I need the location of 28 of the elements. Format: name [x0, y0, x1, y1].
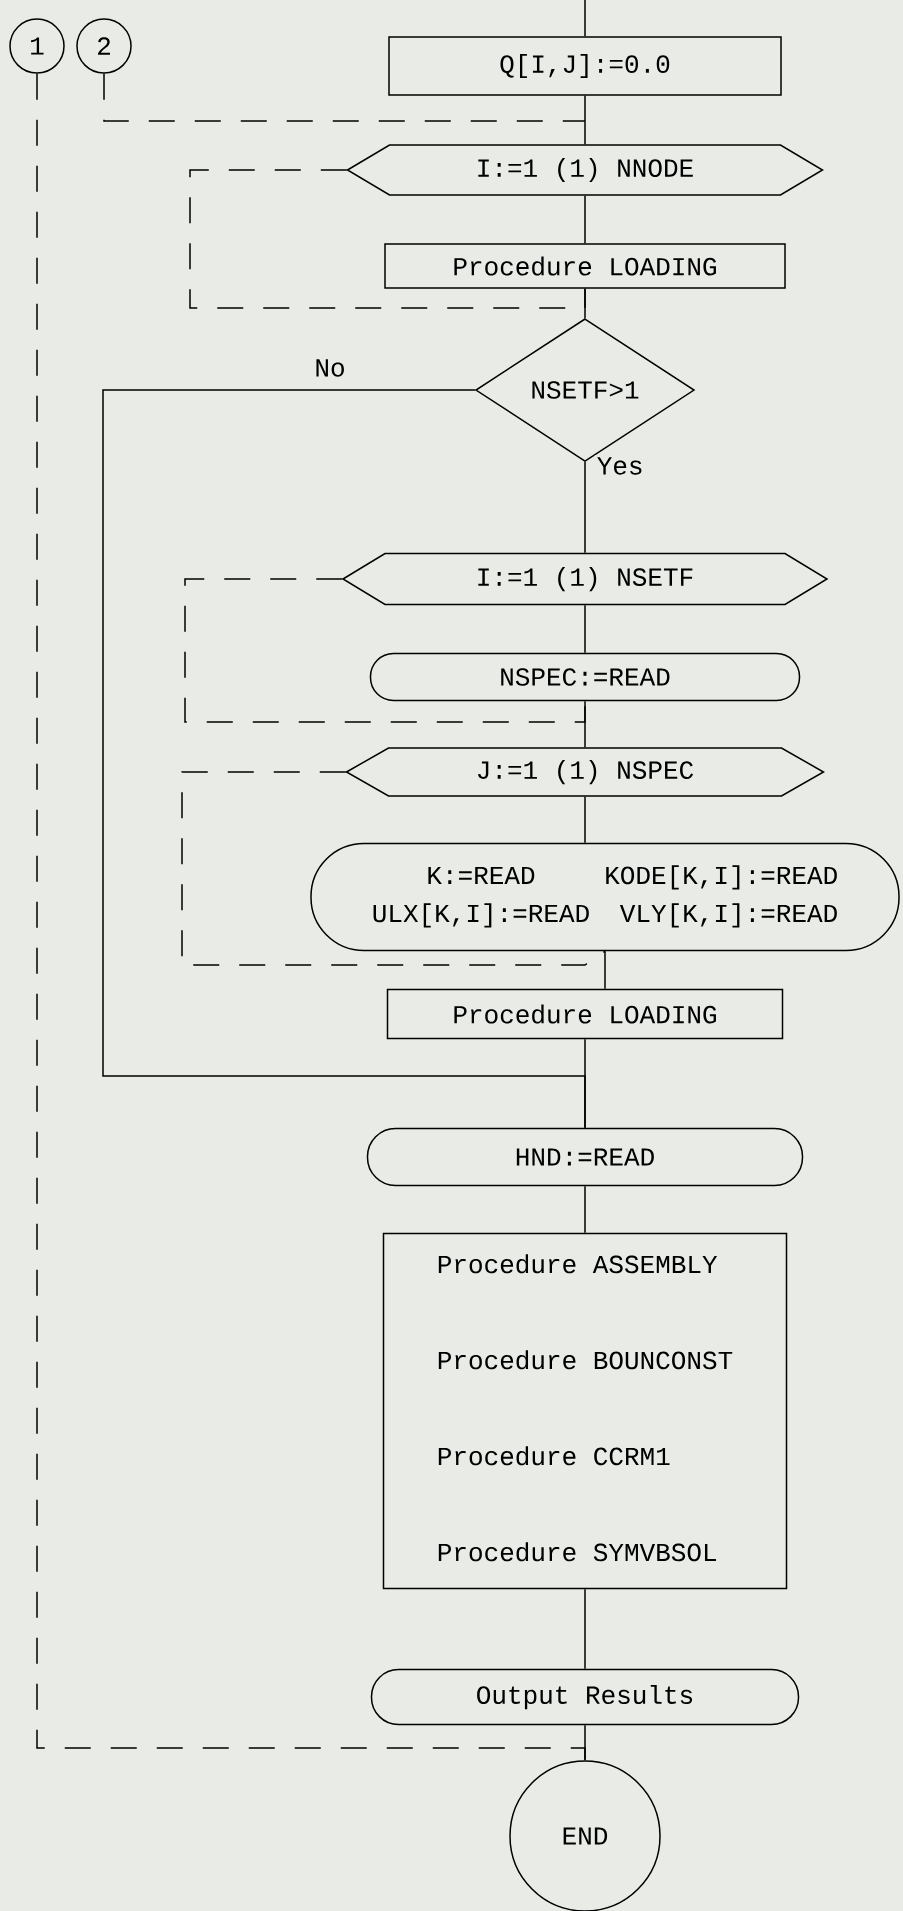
connector-line [584, 1588, 586, 1670]
connector-line [584, 95, 586, 145]
input-output-box: Output Results [370, 1668, 800, 1726]
loop-hexagon: J:=1 (1) NSPEC [345, 747, 826, 797]
input-output-box: NSPEC:=READ [369, 652, 801, 702]
connector-line [36, 73, 586, 1761]
process-box: Procedure LOADING [384, 243, 786, 289]
input-output-box: K:=READ KODE[K,I]:=READ ULX[K,I]:=READ VLY[K,I]:=READ [310, 842, 900, 952]
connector-line [584, 195, 586, 244]
connector-line [103, 73, 586, 122]
connector-line [584, 796, 586, 844]
connector-line [584, 0, 586, 37]
input-output-box: HND:=READ [366, 1127, 804, 1187]
edge-label: Yes [594, 455, 646, 477]
connector-line [102, 389, 586, 1129]
connector-line [584, 604, 586, 654]
connector-line [181, 771, 606, 966]
process-box: Procedure LOADING [386, 988, 784, 1040]
connector-line [189, 169, 586, 309]
connector-line [604, 950, 606, 990]
loop-hexagon: I:=1 (1) NNODE [346, 144, 824, 196]
process-box: Q[I,J]:=0.0 [388, 36, 782, 96]
connector-line [584, 1185, 586, 1234]
connector-line [584, 700, 586, 748]
connector-line [184, 578, 586, 723]
connector-line [584, 461, 586, 554]
edge-label: No [312, 357, 348, 379]
process-box: Procedure ASSEMBLY Procedure BOUNCONST Procedure CCRM1 Procedure SYMVBSOL [382, 1232, 788, 1590]
